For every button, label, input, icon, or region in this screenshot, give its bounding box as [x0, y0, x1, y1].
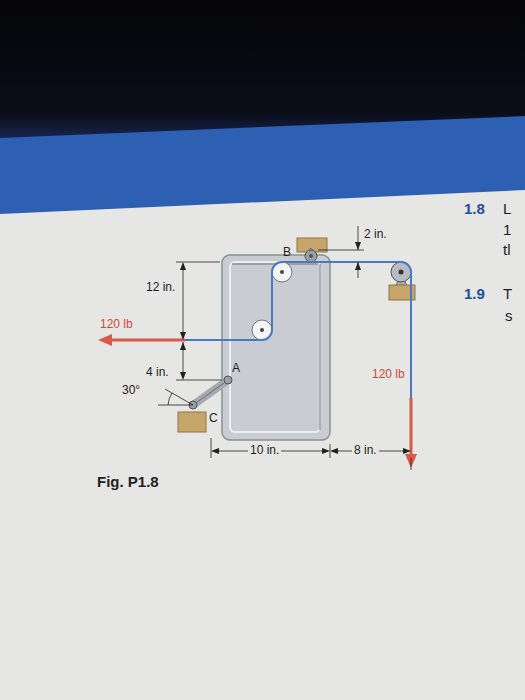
arrowhead [98, 334, 112, 346]
force-arrow [410, 398, 413, 455]
angle-line [165, 389, 193, 405]
point-label: C [209, 412, 218, 425]
dimension-label: 4 in. [146, 366, 169, 379]
pulley-axle [260, 328, 264, 332]
polygon-shape [211, 448, 219, 454]
force-arrow [110, 339, 185, 342]
problem-text: tl [503, 242, 511, 259]
pin-b-center [309, 254, 313, 258]
line-shape [183, 264, 184, 338]
force-label: 120 lb [100, 318, 133, 331]
dimension-label: 12 in. [146, 281, 175, 294]
line-shape [411, 458, 412, 470]
point-label: A [232, 362, 240, 375]
link-ac [193, 380, 228, 405]
figure-caption: Fig. P1.8 [97, 474, 159, 491]
dimension-label: 8 in. [352, 444, 379, 457]
force-label: 120 lb [372, 368, 405, 381]
page-ground [0, 190, 525, 700]
dimension-label: 10 in. [248, 444, 281, 457]
polygon-shape [330, 448, 338, 454]
polygon-shape [180, 262, 186, 270]
pin-b [305, 250, 317, 262]
angle-label: 30° [122, 384, 140, 397]
polygon-shape [403, 448, 411, 454]
problem-text: 1 [503, 222, 511, 239]
polygon-shape [355, 262, 361, 270]
dimension-lines [176, 226, 411, 470]
bracket-plate [222, 255, 330, 440]
pulley-axle [399, 270, 404, 275]
pin-a [224, 376, 232, 384]
link-ac-edge [193, 380, 228, 405]
problem-text: T [503, 286, 512, 303]
polygon-shape [180, 372, 186, 380]
problem-text: s [505, 308, 513, 325]
problem-text: L [503, 201, 511, 218]
angle-arc [168, 393, 172, 405]
plate-edge [320, 264, 321, 430]
cable [185, 262, 411, 400]
line-shape [176, 262, 220, 263]
polygon-shape [180, 332, 186, 340]
line-shape [211, 438, 212, 458]
support-c [178, 412, 206, 432]
dimension-label: 2 in. [364, 228, 387, 241]
polygon-shape [355, 242, 361, 250]
dimension-arrowheads [180, 242, 411, 454]
problem-number: 1.8 [464, 201, 485, 218]
line-shape [318, 250, 364, 251]
point-label: B [283, 246, 291, 259]
pulley-axle [280, 270, 284, 274]
polygon-shape [180, 342, 186, 350]
problem-number: 1.9 [464, 286, 485, 303]
plate-highlight [230, 262, 320, 432]
angle-reference [158, 405, 193, 406]
polygon-shape [322, 448, 330, 454]
